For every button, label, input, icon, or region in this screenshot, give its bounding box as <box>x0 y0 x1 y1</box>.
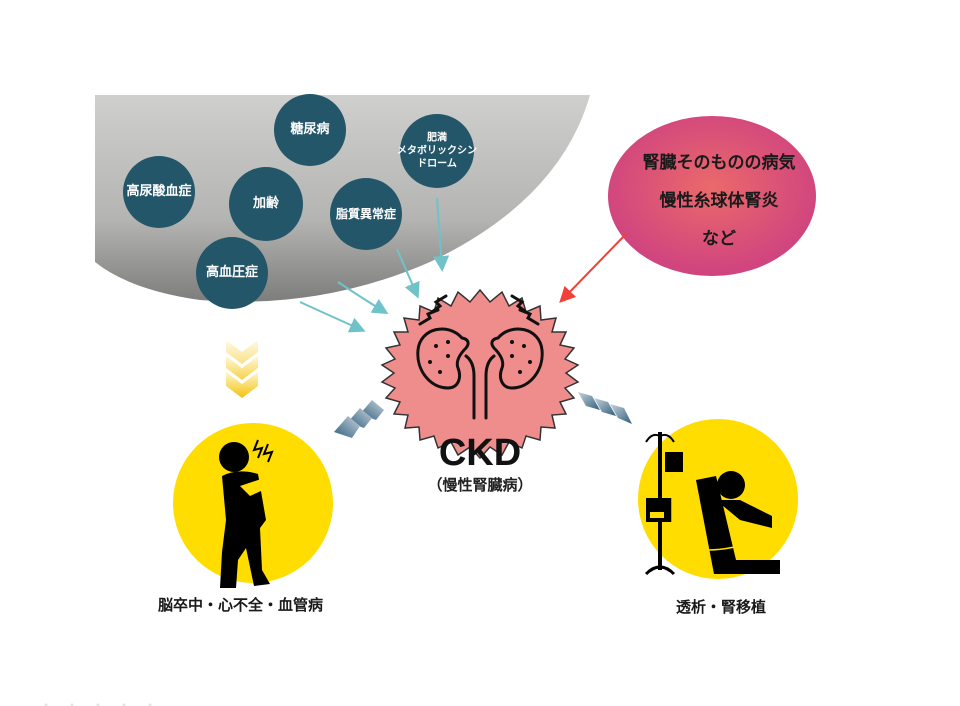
pain-bolt-icon <box>252 439 274 463</box>
obesity-line-1: 肥満 <box>427 132 447 144</box>
blue-left-chevrons <box>334 400 384 438</box>
risk-factor-diabetes: 糖尿病 <box>290 122 330 137</box>
dialysis-caption: 透析・腎移植 <box>676 598 767 616</box>
kidney-dots <box>428 340 532 374</box>
ckd-title: CKD <box>438 432 522 474</box>
chest-pain-person-icon <box>219 442 272 588</box>
kidneys-icon <box>416 294 544 420</box>
ckd-subtitle: （慢性腎臓病） <box>427 476 533 494</box>
risk-factor-dyslipidemia: 脂質異常症 <box>335 207 397 221</box>
footer-dots <box>44 703 152 706</box>
risk-factor-obesity: 肥満 メタボリックシン ドローム <box>397 132 477 171</box>
risk-factor-hypertension: 高血圧症 <box>205 265 259 280</box>
cardiovascular-caption: 脳卒中・心不全・血管病 <box>158 596 324 614</box>
obesity-line-2: メタボリックシン <box>397 145 477 157</box>
kidney-disease-line-2: 慢性糸球体腎炎 <box>659 191 779 211</box>
kidney-disease-line-3: など <box>702 229 736 249</box>
risk-factor-hyperuricemia: 高尿酸血症 <box>126 184 192 199</box>
kidney-disease-ellipse <box>608 116 816 276</box>
teal-arrows <box>299 197 450 333</box>
risk-bubbles <box>123 94 474 309</box>
yellow-down-chevrons <box>226 340 258 398</box>
kidney-disease-line-1: 腎臓そのものの病気 <box>642 153 796 173</box>
obesity-line-3: ドローム <box>417 158 457 170</box>
dialysis-patient-icon <box>644 432 780 576</box>
blue-right-chevrons <box>578 392 632 424</box>
risk-factor-aging: 加齢 <box>252 196 280 211</box>
